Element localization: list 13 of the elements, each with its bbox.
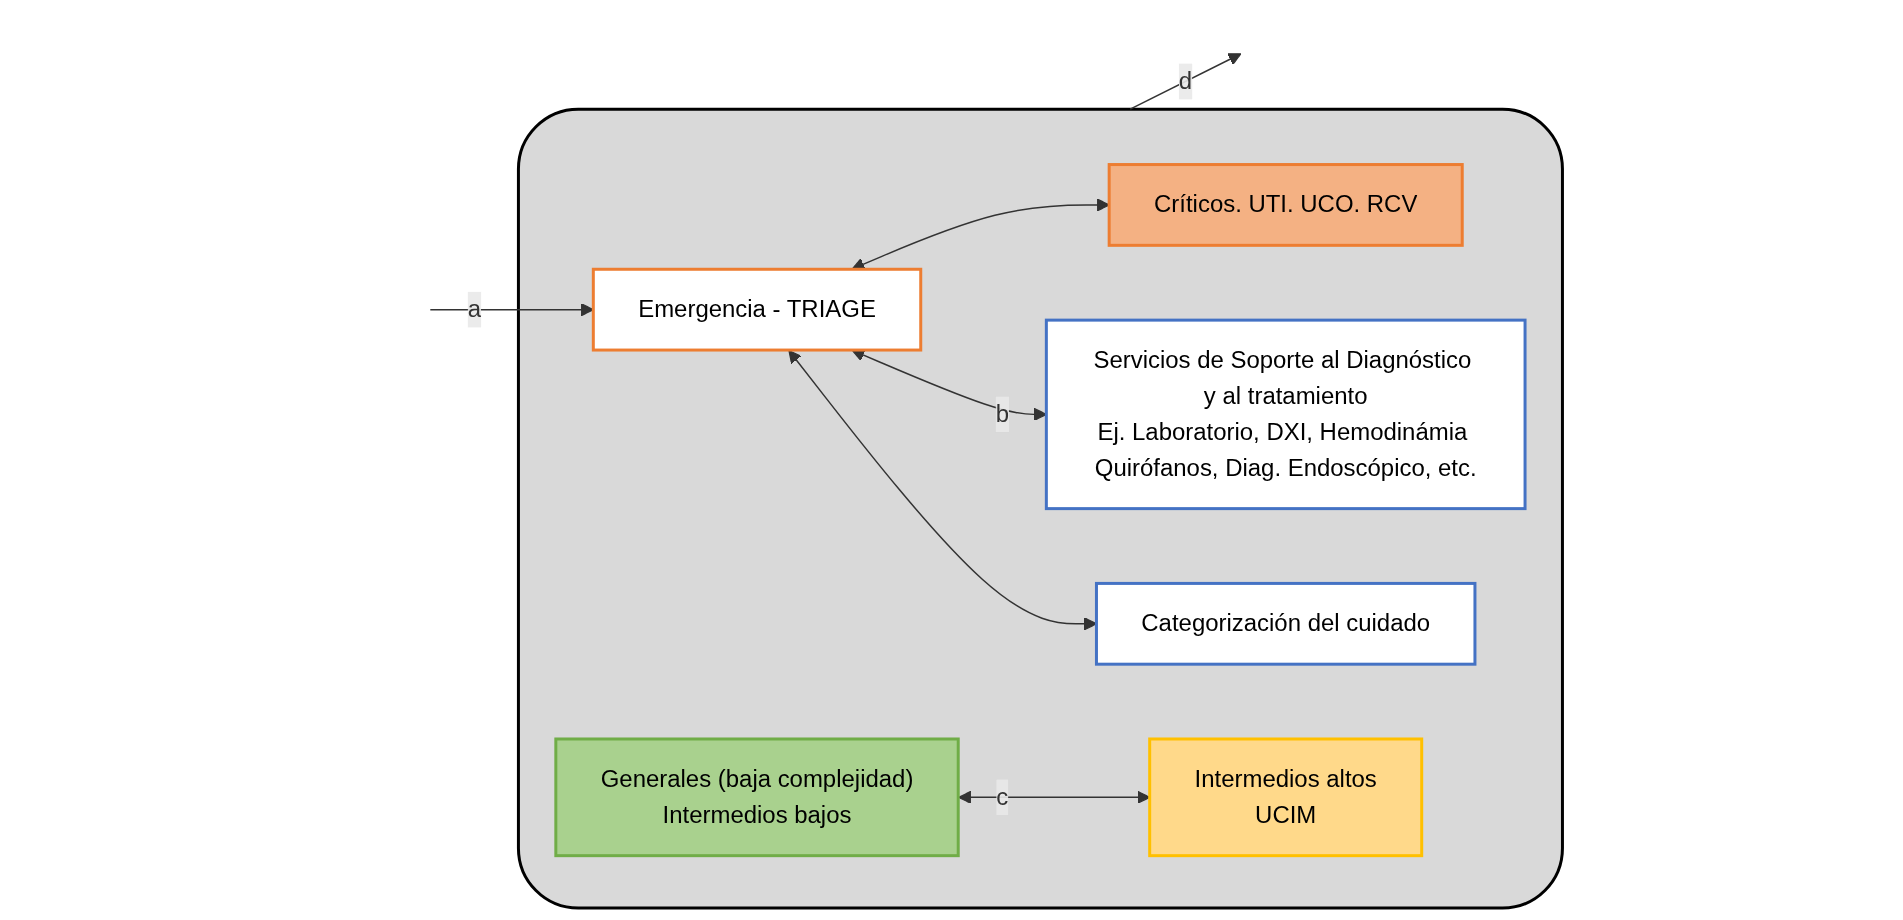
node-box: Servicios de Soporte al Diagnóstico y al tratamiento Ej. Laboratorio, DXI, Hemodinámia Quirófanos, Diag. Endoscópico, etc. — [1044, 318, 1527, 511]
node-box: Intermedios altos UCIM — [1148, 737, 1424, 858]
arrow — [429, 303, 594, 317]
edge-label: b — [995, 400, 1009, 427]
node-box: Categorización del cuidado — [1094, 581, 1477, 666]
edge-label: d — [1178, 68, 1193, 94]
edge-label: c — [996, 783, 1009, 810]
node-box: Generales (baja complejidad) Intermedios bajos — [554, 737, 960, 858]
node-box: Críticos. UTI. UCO. RCV — [1107, 163, 1464, 247]
cluster — [516, 107, 1564, 910]
node-box: Emergencia - TRIAGE — [591, 267, 923, 352]
edge-label: a — [467, 296, 482, 322]
arrow — [1129, 53, 1242, 110]
